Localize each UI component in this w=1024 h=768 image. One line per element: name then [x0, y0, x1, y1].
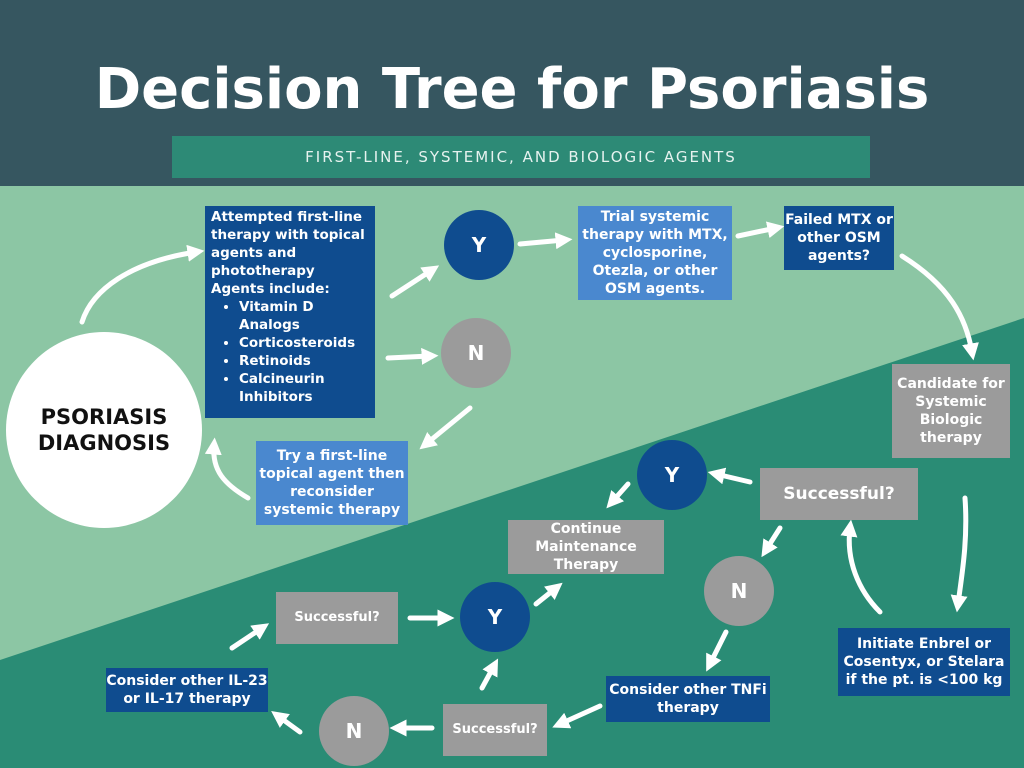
arrow-il-to-successful — [229, 623, 270, 651]
continue-maintenance-box: Continue Maintenance Therapy — [508, 520, 664, 574]
page-title: Decision Tree for Psoriasis — [94, 57, 930, 122]
page-subtitle: FIRST-LINE, SYSTEMIC, AND BIOLOGIC AGENT… — [172, 136, 870, 178]
arrow-successful-to-no — [761, 525, 783, 558]
successful-box-1: Successful? — [760, 468, 918, 520]
arrow-diagnosis-to-first-line — [79, 244, 205, 325]
arrow-trial-to-failed — [735, 221, 785, 239]
arrow-tnfi-to-successful — [552, 703, 603, 729]
consider-tnfi-box: Consider other TNFi therapy — [606, 676, 770, 722]
no-node-second: N — [319, 696, 389, 766]
trial-systemic-box: Trial systemic therapy with MTX, cyclosp… — [578, 206, 732, 300]
agents-list: Vitamin D Analogs Corticosteroids Retino… — [211, 298, 369, 406]
psoriasis-diagnosis-node: PSORIASIS DIAGNOSIS — [6, 332, 202, 528]
first-line-text: Attempted first-line therapy with topica… — [211, 209, 365, 279]
arrow-successful2-to-yes — [479, 658, 499, 691]
arrow-no-to-tnfi — [706, 629, 729, 672]
no-node-first-line: N — [441, 318, 511, 388]
arrow-successful-to-yes — [707, 467, 753, 485]
agent-item: Retinoids — [239, 352, 369, 370]
arrow-candidate-to-initiate — [950, 495, 969, 613]
arrow-yes-to-continue — [606, 481, 631, 509]
agent-item: Vitamin D Analogs — [239, 298, 369, 334]
first-line-therapy-box: Attempted first-line therapy with topica… — [205, 206, 375, 418]
arrow-no-to-il — [271, 711, 303, 735]
arrow-first-line-to-no — [385, 347, 439, 365]
yes-node-biologic: Y — [637, 440, 707, 510]
no-node-biologic: N — [704, 556, 774, 626]
arrow-failed-to-candidate — [899, 253, 979, 361]
arrow-yes-to-trial — [517, 232, 573, 250]
diagnosis-line-2: DIAGNOSIS — [37, 431, 171, 455]
arrow-first-line-to-yes — [389, 265, 440, 299]
successful-box-3: Successful? — [276, 592, 398, 644]
yes-node-first-line: Y — [444, 210, 514, 280]
arrow-yes2-to-continue — [533, 582, 563, 607]
agent-item: Calcineurin Inhibitors — [239, 370, 369, 406]
diagnosis-line-1: PSORIASIS — [40, 405, 168, 429]
successful-box-2: Successful? — [443, 704, 547, 756]
arrow-no-to-try — [419, 405, 473, 450]
agents-heading: Agents include: — [211, 281, 330, 297]
yes-node-second: Y — [460, 582, 530, 652]
arrow-initiate-to-successful — [840, 519, 883, 615]
candidate-biologic-box: Candidate for Systemic Biologic therapy — [892, 364, 1010, 458]
agent-item: Corticosteroids — [239, 334, 369, 352]
failed-mtx-box: Failed MTX or other OSM agents? — [784, 206, 894, 270]
try-first-line-box: Try a first-line topical agent then reco… — [256, 441, 408, 525]
consider-il-box: Consider other IL-23 or IL-17 therapy — [106, 668, 268, 712]
arrow-try-to-diagnosis — [204, 437, 251, 501]
initiate-enbrel-box: Initiate Enbrel or Cosentyx, or Stelara … — [838, 628, 1010, 696]
